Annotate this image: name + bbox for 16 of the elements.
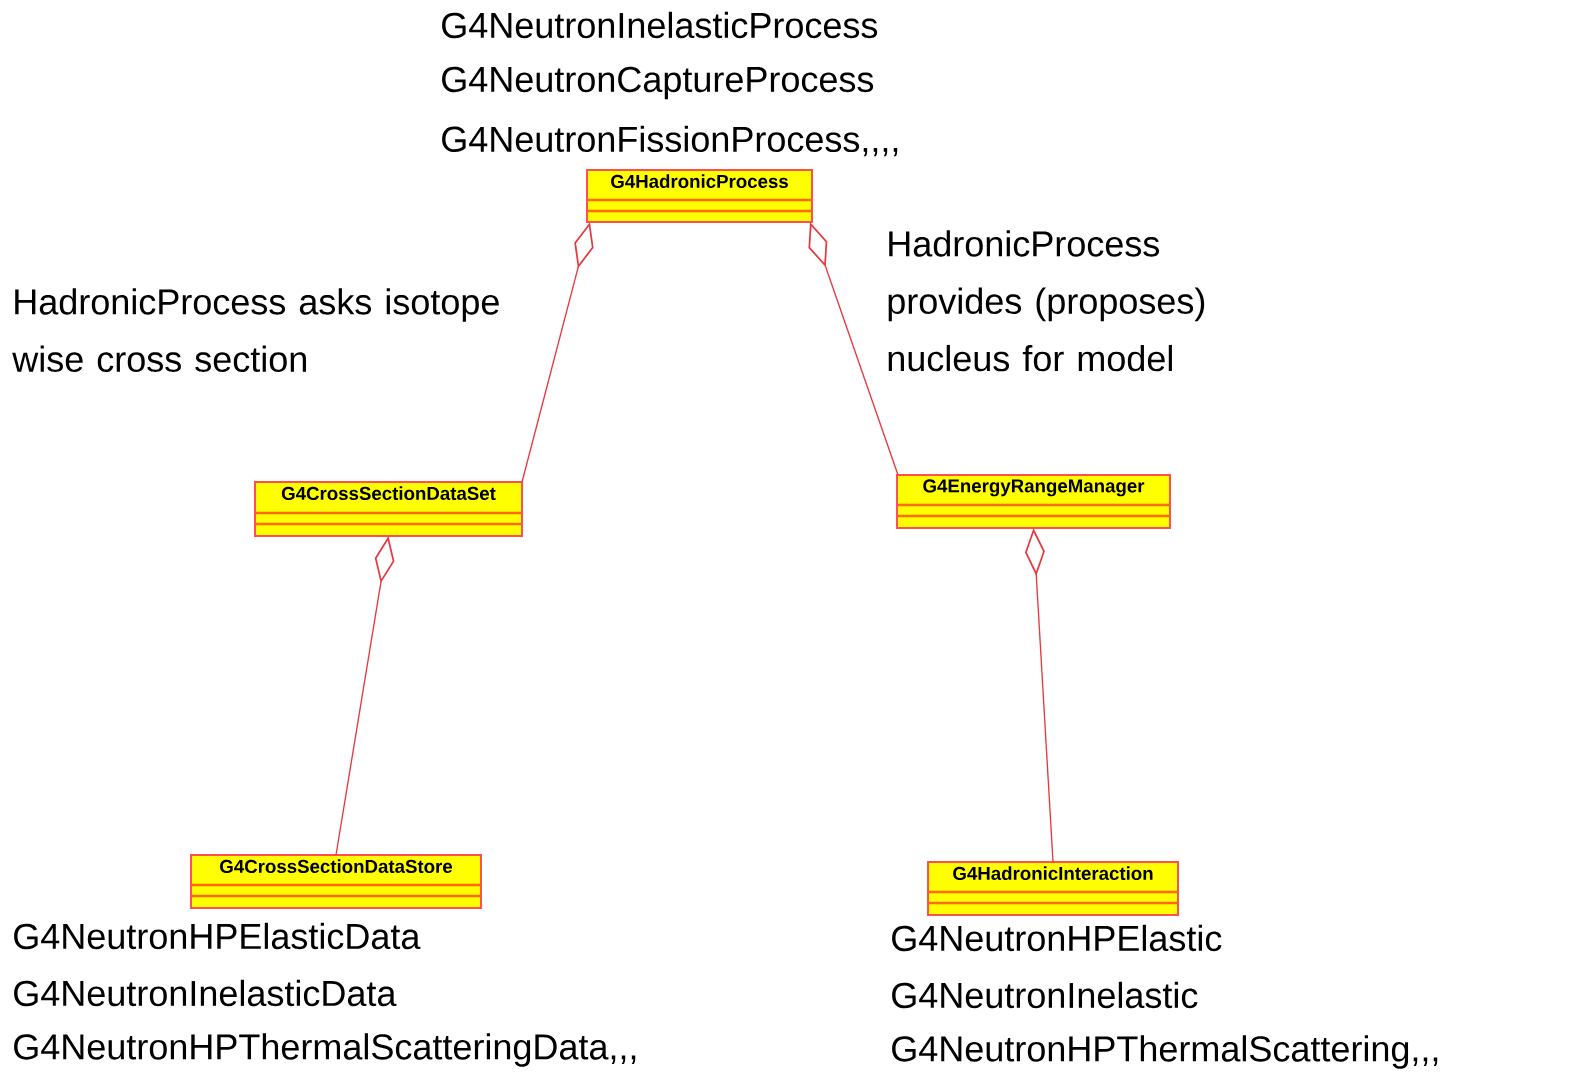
note-text: HadronicProcess provides (proposes) nucleus for model	[888, 230, 1205, 372]
class-name: G4NeutronCaptureProcess	[442, 66, 874, 100]
class-name: G4NeutronHPElasticData	[14, 922, 421, 950]
note-text: HadronicProcess asks isotope wise cross section	[12, 288, 499, 373]
class-name: G4NeutronHPThermalScatteringData,,,	[14, 1033, 636, 1067]
class-name: G4NeutronFissionProcess,,,,	[442, 125, 898, 157]
class-box: G4HadronicProcess	[586, 169, 813, 223]
class-name: G4NeutronHPThermalScattering,,,	[892, 1035, 1438, 1069]
class-name: G4NeutronHPElastic	[892, 924, 1222, 952]
class-box: G4HadronicInteraction	[927, 861, 1179, 916]
class-name: G4NeutronInelasticData	[14, 979, 397, 1007]
class-box: G4CrossSectionDataSet	[254, 481, 523, 537]
class-name: G4NeutronInelasticProcess	[442, 11, 878, 39]
class-name: G4NeutronInelastic	[892, 981, 1198, 1009]
class-box: G4EnergyRangeManager	[896, 474, 1171, 529]
class-box: G4CrossSectionDataStore	[190, 854, 482, 909]
